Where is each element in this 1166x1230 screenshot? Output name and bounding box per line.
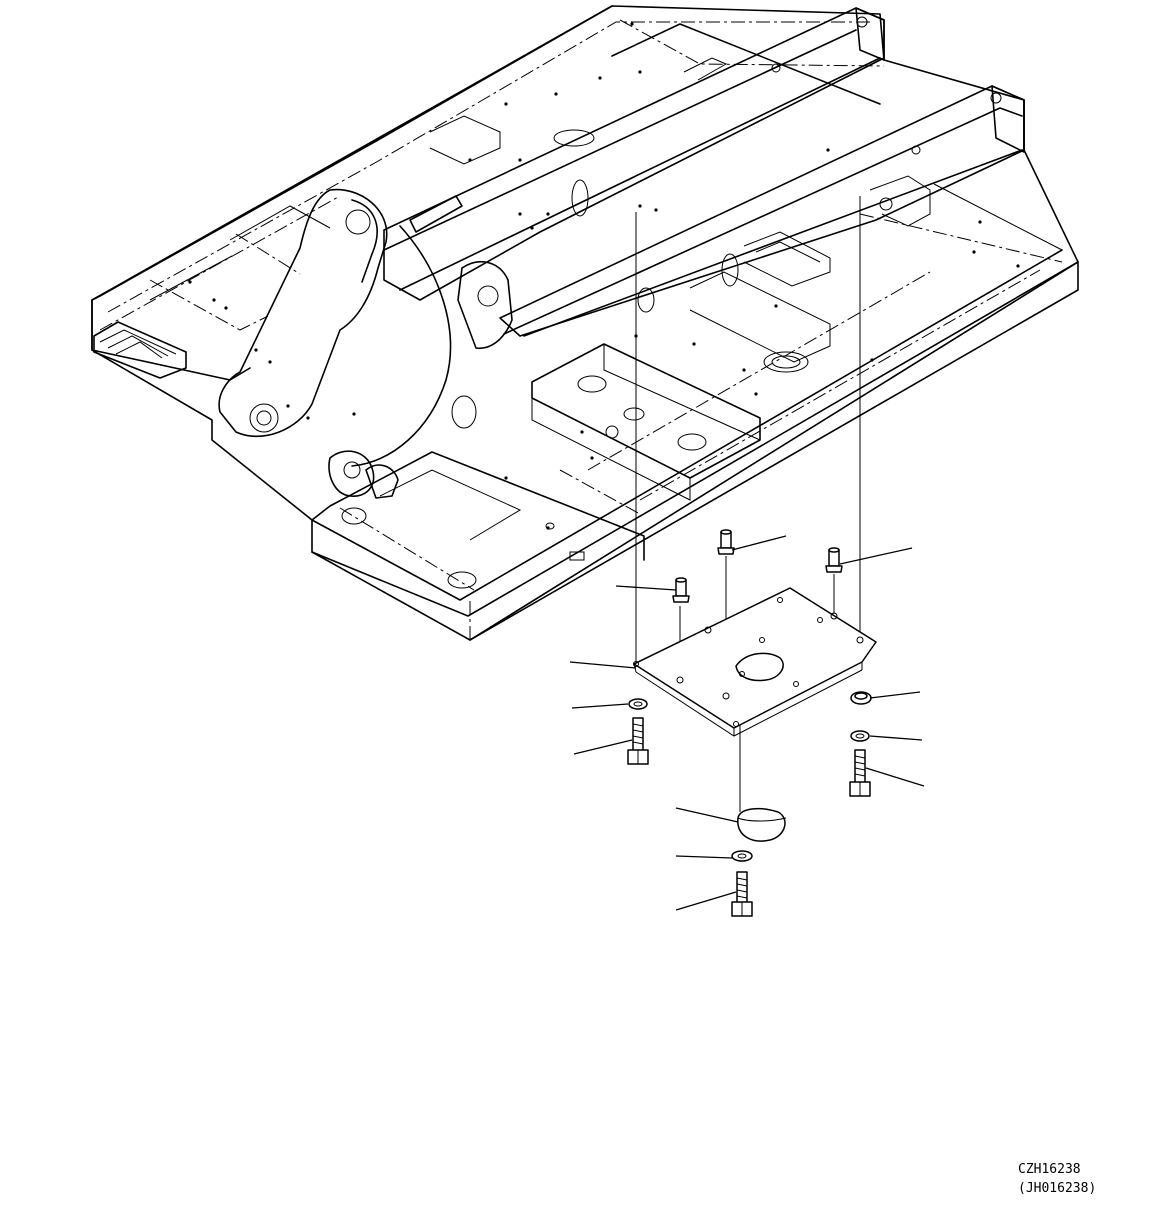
drawing-code-block: CZH16238 (JH016238) (1018, 1160, 1096, 1198)
pin-center (717, 529, 735, 555)
leader-lines (569, 535, 925, 911)
drawing-code-primary: CZH16238 (1018, 1162, 1081, 1177)
revolving-frame (91, 5, 1079, 641)
bolt-left (627, 717, 649, 765)
inspection-cover (737, 807, 787, 842)
drawing-code-secondary: (JH016238) (1018, 1181, 1097, 1196)
washer-right (850, 730, 870, 742)
washer-left (628, 698, 648, 710)
pin-right (825, 547, 843, 573)
nut-right (850, 691, 872, 705)
bolt-right (849, 749, 871, 797)
washer-cover (731, 850, 753, 862)
undercover-plate (633, 587, 877, 737)
pin-left (672, 577, 690, 603)
bolt-cover (731, 871, 753, 917)
